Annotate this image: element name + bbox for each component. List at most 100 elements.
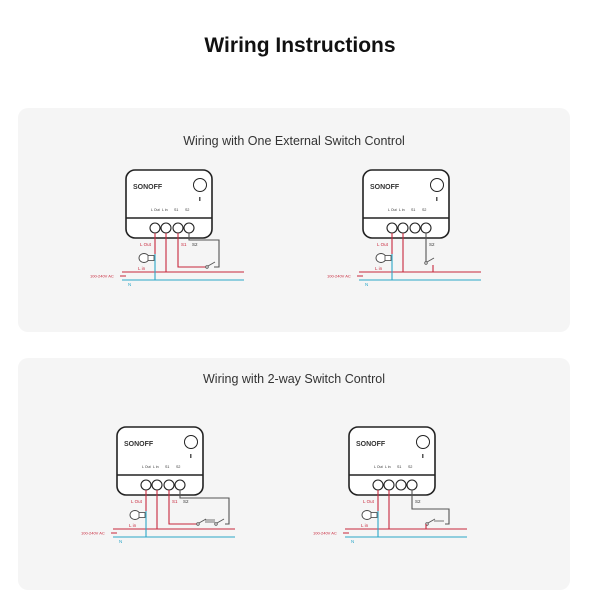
switch-lever-icon [207, 261, 216, 267]
l-in-label: L in [138, 266, 146, 271]
terminal-screw-icon [160, 222, 172, 234]
terminal-label: L Out [151, 208, 160, 212]
terminal-label: L Out [142, 465, 151, 469]
s2-label: S2 [429, 242, 435, 247]
brand-logo: SONOFF [356, 441, 386, 448]
l-in-label: L in [375, 266, 383, 271]
terminal-screw-icon [386, 222, 398, 234]
s2-label: S2 [183, 499, 189, 504]
n-label: N [365, 282, 368, 287]
terminal-label: L in [385, 465, 391, 469]
s2-label: S2 [192, 242, 198, 247]
switch-contact-icon [424, 261, 428, 265]
terminal-screw-icon [163, 479, 175, 491]
terminal-label: S1 [165, 465, 169, 469]
brand-logo: SONOFF [370, 184, 400, 191]
s1-wire [177, 233, 206, 268]
terminal-screw-icon [372, 479, 384, 491]
terminal-label: S2 [408, 465, 412, 469]
s2-wire [179, 490, 230, 525]
s2-wire [188, 233, 220, 268]
terminal-label: S1 [174, 208, 178, 212]
terminal-screw-icon [420, 222, 432, 234]
led-indicator-icon [436, 197, 438, 201]
led-indicator-icon [190, 454, 192, 458]
voltage-label: 100-240V AC [81, 531, 105, 536]
device-body [125, 169, 213, 239]
l-out-label: L Out [363, 499, 375, 504]
s1-label: S1 [181, 242, 187, 247]
switch-contact-icon [196, 522, 200, 526]
terminal-label: L Out [388, 208, 397, 212]
l-out-label: L Out [377, 242, 389, 247]
switch-contact-icon [205, 265, 209, 269]
voltage-label: 100-240V AC [313, 531, 337, 536]
n-label: N [128, 282, 131, 287]
terminal-screw-icon [406, 479, 418, 491]
switch-lever-icon [427, 518, 436, 524]
device-body [348, 426, 436, 496]
voltage-label: 100-240V AC [90, 274, 114, 279]
terminal-label: L in [162, 208, 168, 212]
button-icon [416, 435, 430, 449]
device-body [362, 169, 450, 239]
switch-lever-icon [198, 518, 207, 524]
terminal-screw-icon [149, 222, 161, 234]
terminal-label: L Out [374, 465, 383, 469]
terminal-screw-icon [172, 222, 184, 234]
s1-wire [168, 490, 197, 525]
terminal-screw-icon [151, 479, 163, 491]
l-in-label: L in [361, 523, 369, 528]
bulb-icon [375, 253, 387, 263]
l-in-label: L in [129, 523, 137, 528]
voltage-label: 100-240V AC [327, 274, 351, 279]
section-card-two-way: Wiring with 2-way Switch Control [18, 358, 570, 590]
terminal-screw-icon [395, 479, 407, 491]
n-label: N [119, 539, 122, 544]
terminal-label: L in [399, 208, 405, 212]
terminal-screw-icon [174, 479, 186, 491]
bulb-base-icon [147, 255, 155, 261]
s2-wire [411, 490, 450, 525]
bulb-base-icon [370, 512, 378, 518]
terminal-screw-icon [397, 222, 409, 234]
n-label: N [351, 539, 354, 544]
terminal-label: S1 [397, 465, 401, 469]
switch-lever-icon [216, 518, 225, 524]
terminal-label: L in [153, 465, 159, 469]
terminal-label: S2 [422, 208, 426, 212]
l-out-label: L Out [140, 242, 152, 247]
button-icon [430, 178, 444, 192]
terminal-screw-icon [140, 479, 152, 491]
bulb-base-icon [384, 255, 392, 261]
section-title: Wiring with 2-way Switch Control [203, 372, 385, 386]
terminal-screw-icon [409, 222, 421, 234]
page-title: Wiring Instructions [204, 34, 396, 57]
brand-logo: SONOFF [124, 441, 154, 448]
button-icon [193, 178, 207, 192]
s2-label: S2 [415, 499, 421, 504]
brand-logo: SONOFF [133, 184, 163, 191]
bulb-icon [138, 253, 150, 263]
terminal-label: S2 [185, 208, 189, 212]
section-card-one-switch: Wiring with One External Switch Control [18, 108, 570, 332]
terminal-label: S2 [176, 465, 180, 469]
l-out-label: L Out [131, 499, 143, 504]
bulb-icon [361, 510, 373, 520]
terminal-label: S1 [411, 208, 415, 212]
s1-label: S1 [172, 499, 178, 504]
led-indicator-icon [199, 197, 201, 201]
button-icon [184, 435, 198, 449]
switch-contact-icon [214, 522, 218, 526]
terminal-screw-icon [383, 479, 395, 491]
bulb-base-icon [138, 512, 146, 518]
device-body [116, 426, 204, 496]
section-title: Wiring with One External Switch Control [183, 134, 405, 148]
switch-lever-icon [426, 257, 435, 263]
led-indicator-icon [422, 454, 424, 458]
